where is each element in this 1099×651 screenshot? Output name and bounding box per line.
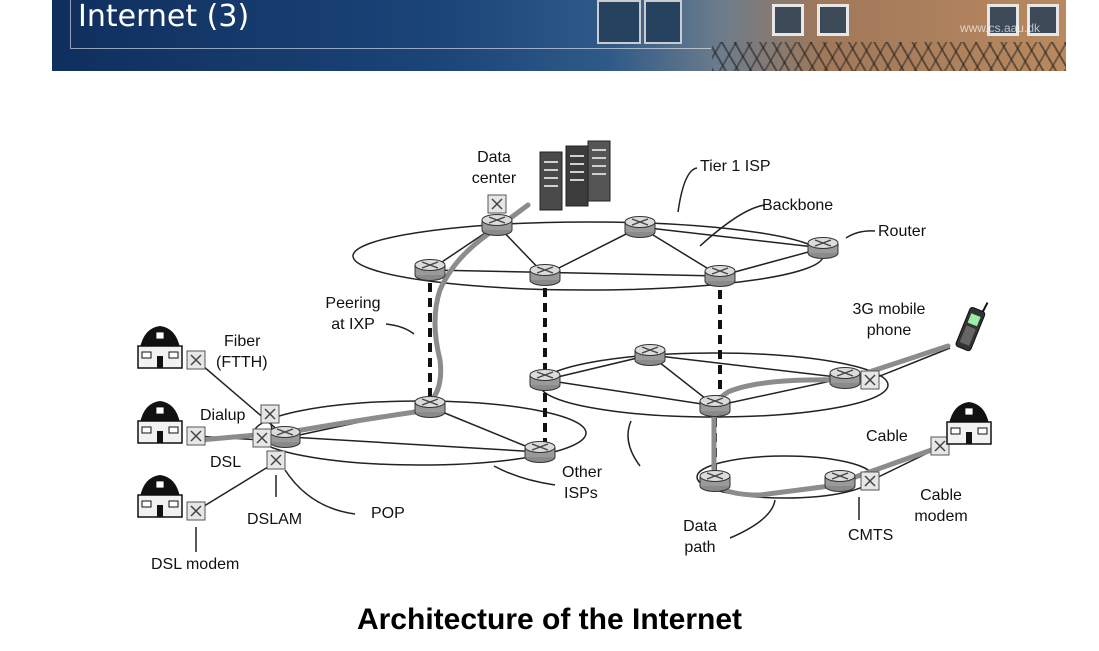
- building-window: [987, 4, 1019, 36]
- data-path-line: [197, 202, 531, 443]
- router-icons: [269, 213, 861, 493]
- diagram-caption: Architecture of the Internet: [356, 603, 743, 636]
- label-dslam: DSLAM: [247, 511, 302, 528]
- callout-lines: [195, 167, 876, 552]
- slide-title: Internet (3): [78, 0, 250, 34]
- label-fiber: Fiber(FTTH): [216, 333, 268, 371]
- house-fiber-icon: [137, 325, 183, 369]
- house-dsl-icon: [137, 474, 183, 518]
- building-window: [772, 4, 804, 36]
- label-cmts: CMTS: [848, 527, 893, 544]
- house-dialup-icon: [137, 400, 183, 444]
- label-backbone: Backbone: [762, 197, 833, 214]
- site-watermark: www.cs.aau.dk: [959, 21, 1040, 35]
- bicycles-photo: [712, 42, 1066, 71]
- building-door: [644, 0, 682, 44]
- building-window: [1027, 4, 1059, 36]
- header-banner: Internet (3) www.cs.aau.dk: [52, 0, 1066, 71]
- building-window: [817, 4, 849, 36]
- label-dialup: Dialup: [200, 407, 245, 424]
- other-isp-links: [544, 347, 951, 407]
- label-pop: POP: [371, 505, 405, 522]
- title-frame: [70, 0, 711, 49]
- mobile-phone-icon: [955, 302, 989, 352]
- label-tier1-isp: Tier 1 ISP: [700, 158, 771, 175]
- label-dsl: DSL: [210, 454, 241, 471]
- data-center-servers: [539, 140, 611, 211]
- building-door: [597, 0, 641, 44]
- label-cable: Cable: [866, 428, 908, 445]
- house-cable-icon: [946, 401, 992, 445]
- label-router: Router: [878, 223, 927, 240]
- label-dsl-modem: DSL modem: [151, 556, 239, 573]
